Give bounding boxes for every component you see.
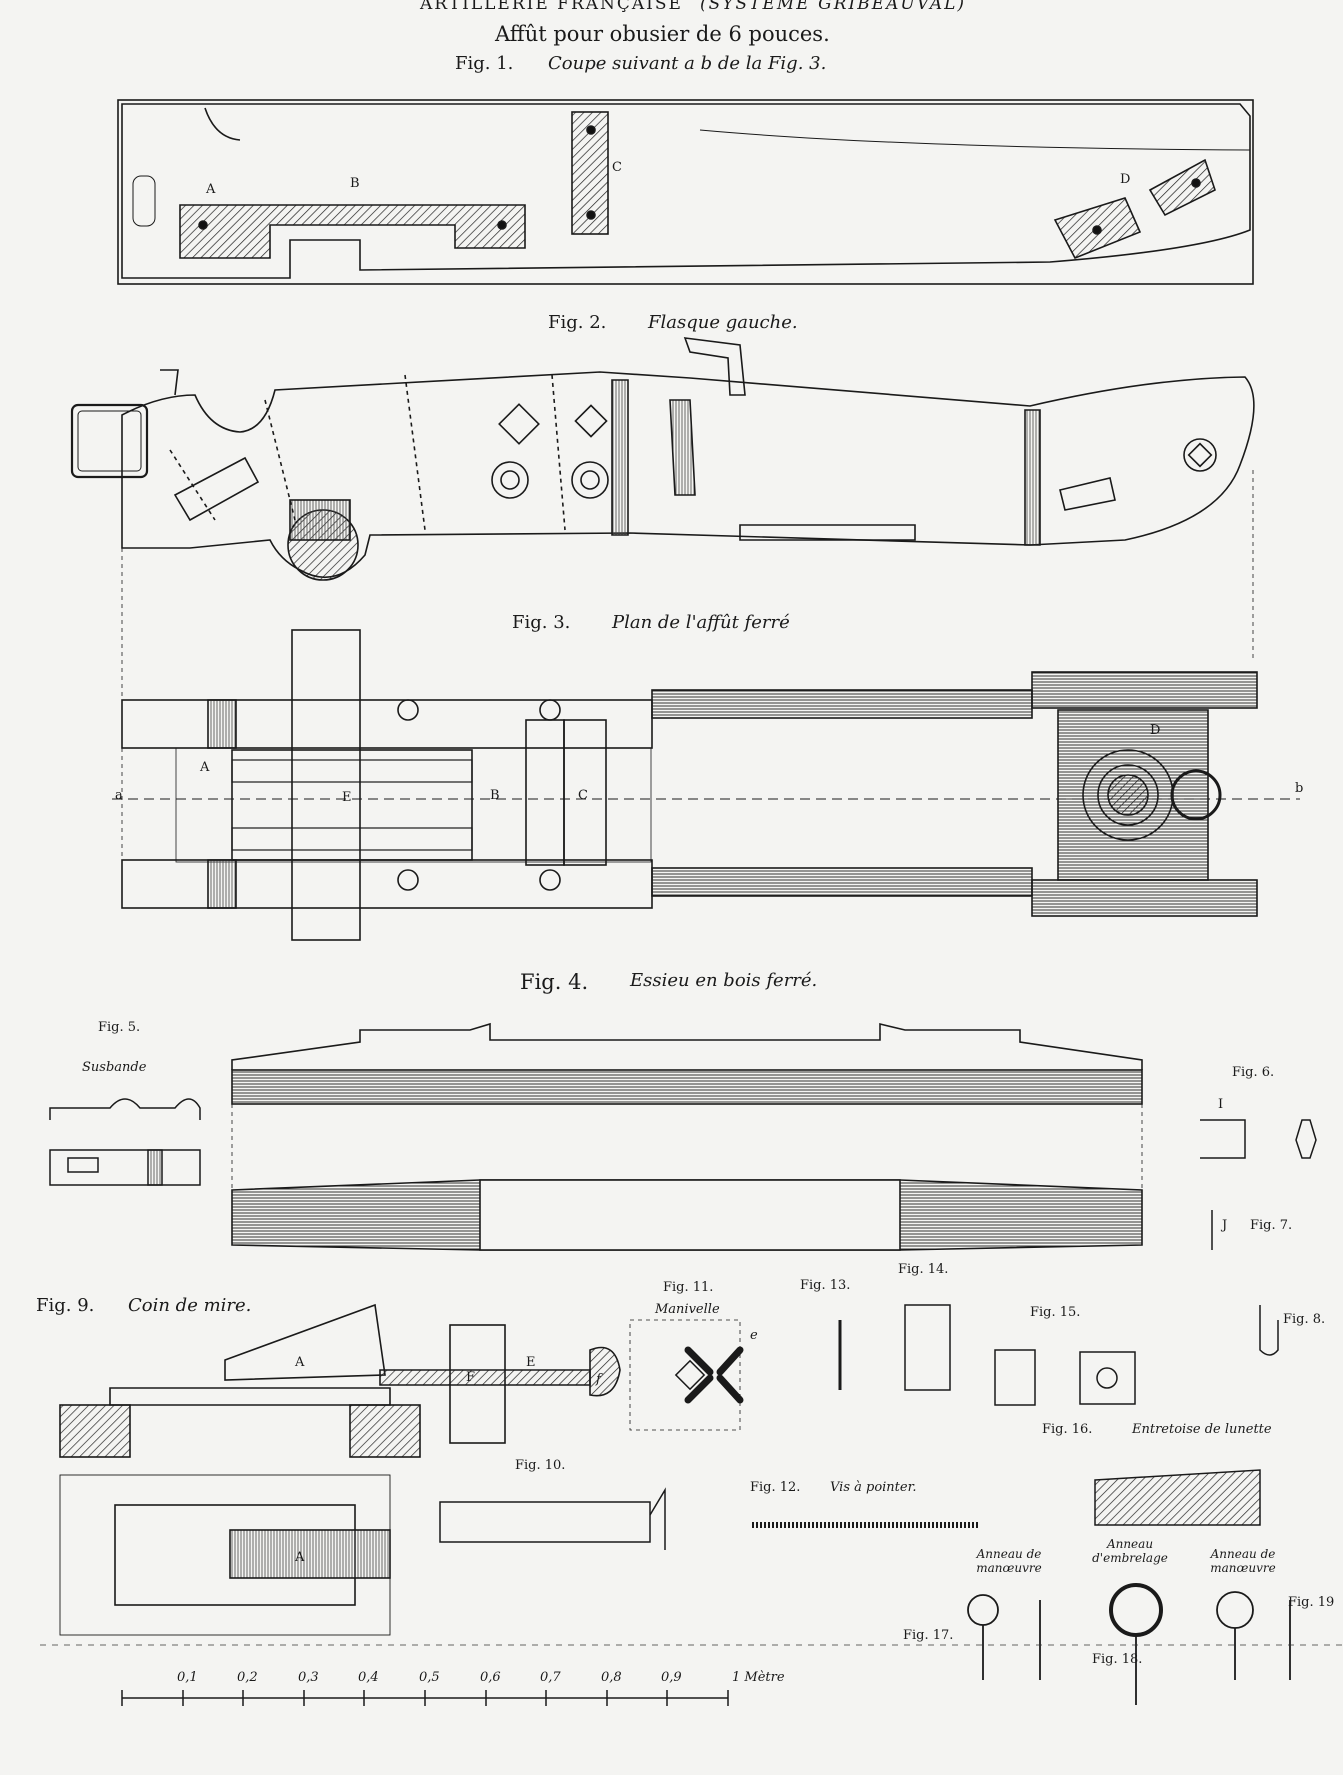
fig7-number: Fig. 7. <box>1250 1218 1293 1233</box>
fig12-number: Fig. 12. <box>750 1480 801 1495</box>
scale-tick-label: 0,5 <box>419 1670 440 1685</box>
letter-f-fig11: f <box>596 1372 601 1387</box>
fig14-number: Fig. 14. <box>898 1262 949 1277</box>
header-line-right: (SYSTÈME GRIBEAUVAL) <box>700 0 967 14</box>
scale-tick-label: 0,4 <box>358 1670 379 1685</box>
fig3-number: Fig. 3. <box>512 612 571 633</box>
ring-label-right: Anneau de manœuvre <box>1210 1547 1276 1575</box>
letter-J-fig7: J <box>1222 1218 1228 1233</box>
fig9-caption: Coin de mire. <box>128 1295 252 1316</box>
scale-tick-label: 0,9 <box>661 1670 682 1685</box>
letter-C-fig3: C <box>578 788 588 803</box>
scale-tick-label: 0,3 <box>298 1670 319 1685</box>
header-line-left: ARTILLERIE FRANÇAISE <box>420 0 683 14</box>
letter-A-fig9: A <box>295 1355 305 1370</box>
fig19-number: Fig. 19 <box>1288 1595 1335 1610</box>
letter-C-fig1: C <box>612 160 622 175</box>
fig6-number: Fig. 6. <box>1232 1065 1275 1080</box>
fig6-8-small-parts <box>1200 1119 1317 1356</box>
fig18-number: Fig. 18. <box>1092 1652 1143 1667</box>
letter-e-fig11: e <box>750 1328 758 1343</box>
fig4-number: Fig. 4. <box>520 970 589 994</box>
fig3-caption: Plan de l'affût ferré <box>612 612 790 633</box>
scale-tick-label: 1 Mètre <box>732 1670 785 1685</box>
fig5-number: Fig. 5. <box>98 1020 141 1035</box>
fig1-caption: Coupe suivant a b de la Fig. 3. <box>548 53 827 74</box>
fig1-section-drawing <box>117 99 1254 285</box>
fig17-19-rings <box>967 1583 1291 1705</box>
ring-label-center: Anneau d'embrelage <box>1092 1537 1168 1565</box>
scale-tick-label: 0,7 <box>540 1670 561 1685</box>
fig3-plan-drawing <box>112 629 1300 941</box>
fig10-number: Fig. 10. <box>515 1458 566 1473</box>
plate-subtitle: Affût pour obusier de 6 pouces. <box>495 22 830 46</box>
letter-D-fig3: D <box>1150 723 1161 738</box>
fig17-number: Fig. 17. <box>903 1628 954 1643</box>
letter-E-fig3: E <box>342 790 352 805</box>
fig9-wedge-drawing <box>59 1303 621 1636</box>
letter-E-fig9: E <box>526 1355 536 1370</box>
fig2-cheek-drawing <box>70 337 1255 900</box>
letter-D-fig1: D <box>1120 172 1131 187</box>
fig9-number: Fig. 9. <box>36 1295 95 1316</box>
scale-tick-label: 0,8 <box>601 1670 622 1685</box>
fig13-number: Fig. 13. <box>800 1278 851 1293</box>
ring-label-left: Anneau de manœuvre <box>976 1547 1042 1575</box>
scale-tick-label: 0,2 <box>237 1670 258 1685</box>
scale-tick-label: 0,1 <box>177 1670 198 1685</box>
fig2-number: Fig. 2. <box>548 312 607 333</box>
fig10-15-drawings <box>439 1304 1261 1550</box>
fig4-caption: Essieu en bois ferré. <box>630 970 818 991</box>
fig2-caption: Flasque gauche. <box>648 312 798 333</box>
letter-B-fig1: B <box>350 176 360 191</box>
fig16-caption: Entretoise de lunette <box>1132 1422 1272 1437</box>
letter-b-fig3: b <box>1295 781 1304 796</box>
fig11-number: Fig. 11. <box>663 1280 714 1295</box>
letter-I-fig6: I <box>1218 1097 1224 1112</box>
letter-A-fig3: A <box>200 760 210 775</box>
fig1-number: Fig. 1. <box>455 53 514 74</box>
fig5-strap-drawing <box>49 1098 201 1186</box>
letter-F-fig9: F <box>466 1370 476 1385</box>
fig12-caption: Vis à pointer. <box>830 1480 917 1495</box>
fig4-axle-drawing <box>231 1022 1143 1251</box>
scale-bar <box>121 1690 729 1706</box>
letter-a-fig3: a <box>115 788 123 803</box>
fig11-caption: Manivelle <box>655 1302 720 1317</box>
fig5-caption: Susbande <box>82 1060 147 1075</box>
fig16-number: Fig. 16. <box>1042 1422 1093 1437</box>
letter-B-fig3: B <box>490 788 500 803</box>
letter-A-fig9-plan: A <box>295 1550 305 1565</box>
letter-A-fig1: A <box>206 182 216 197</box>
scale-tick-label: 0,6 <box>480 1670 501 1685</box>
fig15-number: Fig. 15. <box>1030 1305 1081 1320</box>
fig8-number: Fig. 8. <box>1283 1312 1326 1327</box>
